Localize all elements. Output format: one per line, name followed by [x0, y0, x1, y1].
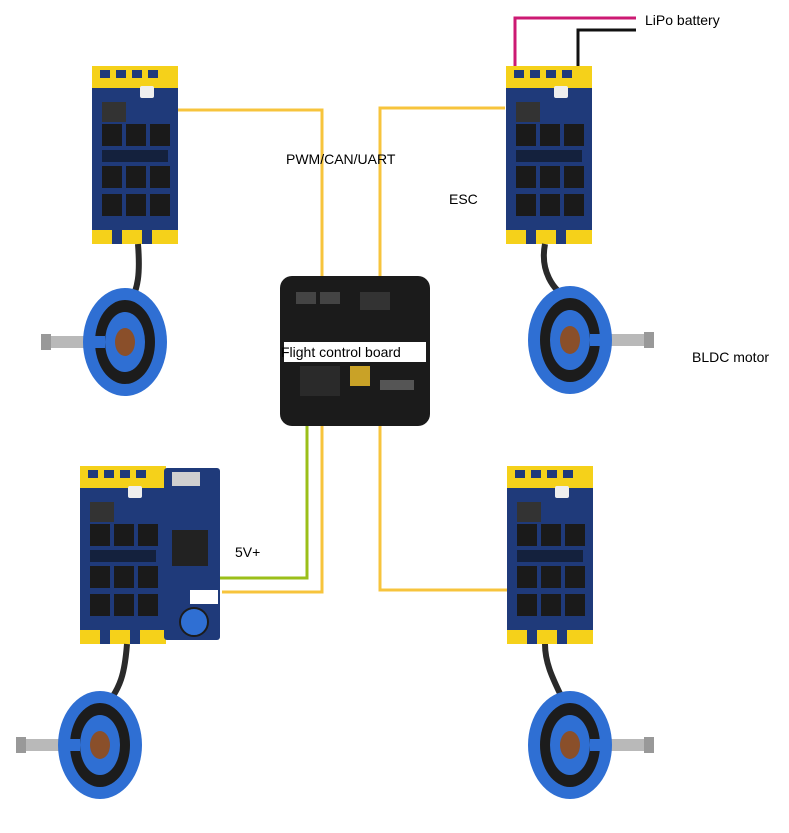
esc-top-left [92, 66, 178, 244]
wire-battery-negative [576, 28, 636, 68]
wire-fc-to-esc-bottom-left [222, 425, 324, 594]
wire-5v-power [215, 425, 309, 580]
power-5v-label: 5V+ [235, 544, 260, 560]
flight-controller-icon [280, 276, 430, 426]
bus-label: PWM/CAN/UART [286, 151, 396, 167]
motor-top-right [528, 286, 654, 394]
esc-bottom-right [507, 466, 593, 644]
motor-top-left [41, 288, 167, 396]
motor-bottom-right [528, 691, 654, 799]
wire-fc-to-esc-bottom-right [378, 425, 508, 592]
battery-label: LiPo battery [645, 12, 720, 28]
wire-battery-positive [513, 16, 636, 68]
esc-label: ESC [449, 191, 478, 207]
motor-bottom-left [16, 691, 142, 799]
wire-fc-to-esc-top-right [378, 106, 505, 285]
esc-top-right [506, 66, 592, 244]
signal-wires [178, 106, 508, 594]
esc-bottom-left [80, 466, 166, 644]
flight-control-board-label: Flight control board [281, 344, 401, 360]
controller-board [164, 468, 220, 640]
bldc-motor-label: BLDC motor [692, 349, 769, 365]
wire-fc-to-esc-top-left [178, 108, 324, 285]
